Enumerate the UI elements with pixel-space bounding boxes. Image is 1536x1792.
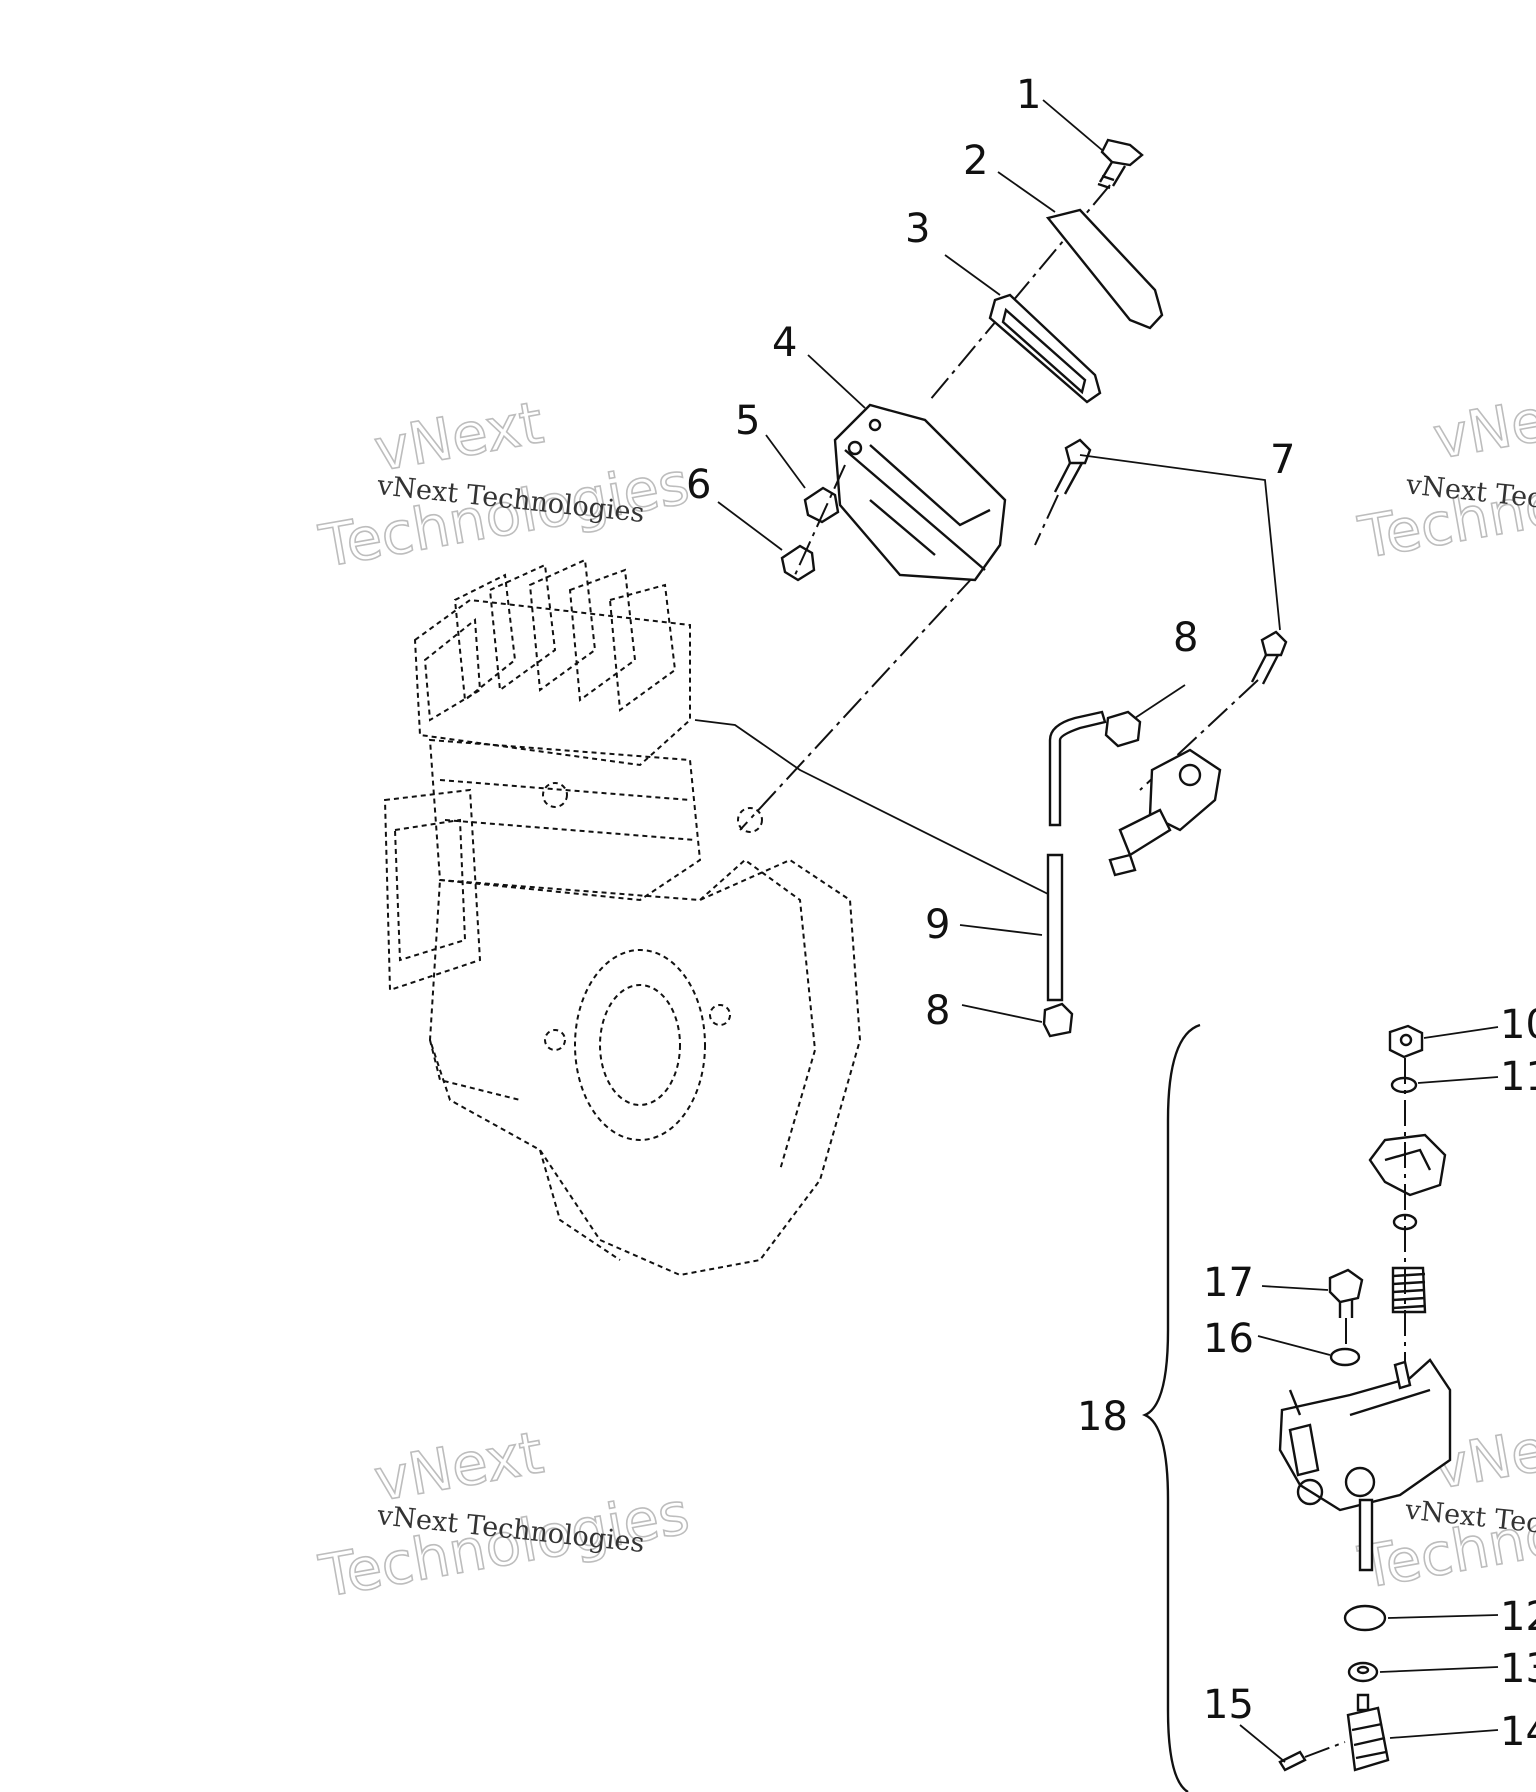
part-gasket-3 xyxy=(988,293,1102,404)
bracket-7 xyxy=(1079,454,1281,631)
part-gear-14 xyxy=(1346,1693,1390,1772)
part-plate-2 xyxy=(1045,208,1164,330)
callout-10: 10 xyxy=(1500,1002,1536,1048)
callout-16: 16 xyxy=(1203,1316,1254,1362)
centerline-pin-15 xyxy=(1304,1741,1346,1758)
callout-1: 1 xyxy=(1016,72,1041,118)
part-pin-15 xyxy=(1278,1750,1307,1772)
part-bolt-1 xyxy=(1097,138,1144,190)
part-screw-7a xyxy=(1053,438,1092,495)
assembly-bracket-18 xyxy=(1141,1023,1201,1792)
callout-8-lower: 8 xyxy=(925,988,950,1034)
leader-engine-to-tube xyxy=(694,719,1051,896)
callout-6: 6 xyxy=(686,462,711,508)
part-hose-9 xyxy=(1046,710,1107,1002)
part-cap-6 xyxy=(780,544,816,582)
leader-lines xyxy=(717,99,1499,1763)
part-washer-16 xyxy=(1329,1347,1361,1367)
callout-11: 11 xyxy=(1500,1054,1536,1100)
callout-12: 12 xyxy=(1500,1594,1536,1640)
part-lever-plate xyxy=(1368,1133,1447,1197)
callout-17: 17 xyxy=(1203,1260,1254,1306)
callout-18: 18 xyxy=(1077,1394,1128,1440)
part-oil-pump-body xyxy=(1278,1358,1452,1512)
callout-13: 13 xyxy=(1500,1646,1536,1692)
callout-4: 4 xyxy=(772,320,797,366)
watermark-top-left: vNext Technologies vNext Technologies xyxy=(313,387,694,581)
part-cover-4 xyxy=(833,403,1007,582)
callout-2: 2 xyxy=(963,138,988,184)
watermark-top-right: vNext Technologies vNext Technologies xyxy=(1353,375,1536,573)
part-washer-13 xyxy=(1347,1661,1379,1683)
centerline-screw-7a xyxy=(1034,494,1059,546)
callout-14: 14 xyxy=(1500,1709,1536,1755)
watermark-bottom-left: vNext Technologies vNext Technologies xyxy=(313,1417,694,1611)
part-clamp-8b xyxy=(1042,1002,1074,1038)
part-screw-17 xyxy=(1328,1268,1364,1318)
svg-text:vNext: vNext xyxy=(1428,376,1536,472)
callout-7: 7 xyxy=(1270,437,1295,483)
callout-15: 15 xyxy=(1203,1682,1254,1728)
callout-5: 5 xyxy=(735,398,760,444)
svg-text:vNext: vNext xyxy=(369,1418,548,1514)
part-screw-7b xyxy=(1250,630,1288,685)
part-clamp-8a xyxy=(1104,710,1142,748)
part-o-ring-12 xyxy=(1343,1604,1387,1632)
callout-3: 3 xyxy=(905,206,930,252)
part-nut-10 xyxy=(1388,1024,1424,1059)
engine-block xyxy=(383,558,862,1277)
callout-9: 9 xyxy=(925,902,950,948)
callout-8-upper: 8 xyxy=(1173,615,1198,661)
part-pump-shaft xyxy=(1358,1498,1374,1572)
part-spring xyxy=(1391,1266,1427,1314)
centerline-caps xyxy=(794,464,846,576)
callout-labels: 1 2 3 4 5 6 7 8 9 8 10 11 12 13 14 15 16… xyxy=(686,72,1536,1755)
svg-text:vNext: vNext xyxy=(369,388,548,484)
centerline-cover-to-engine xyxy=(739,574,976,831)
part-pump-small xyxy=(1108,748,1222,877)
